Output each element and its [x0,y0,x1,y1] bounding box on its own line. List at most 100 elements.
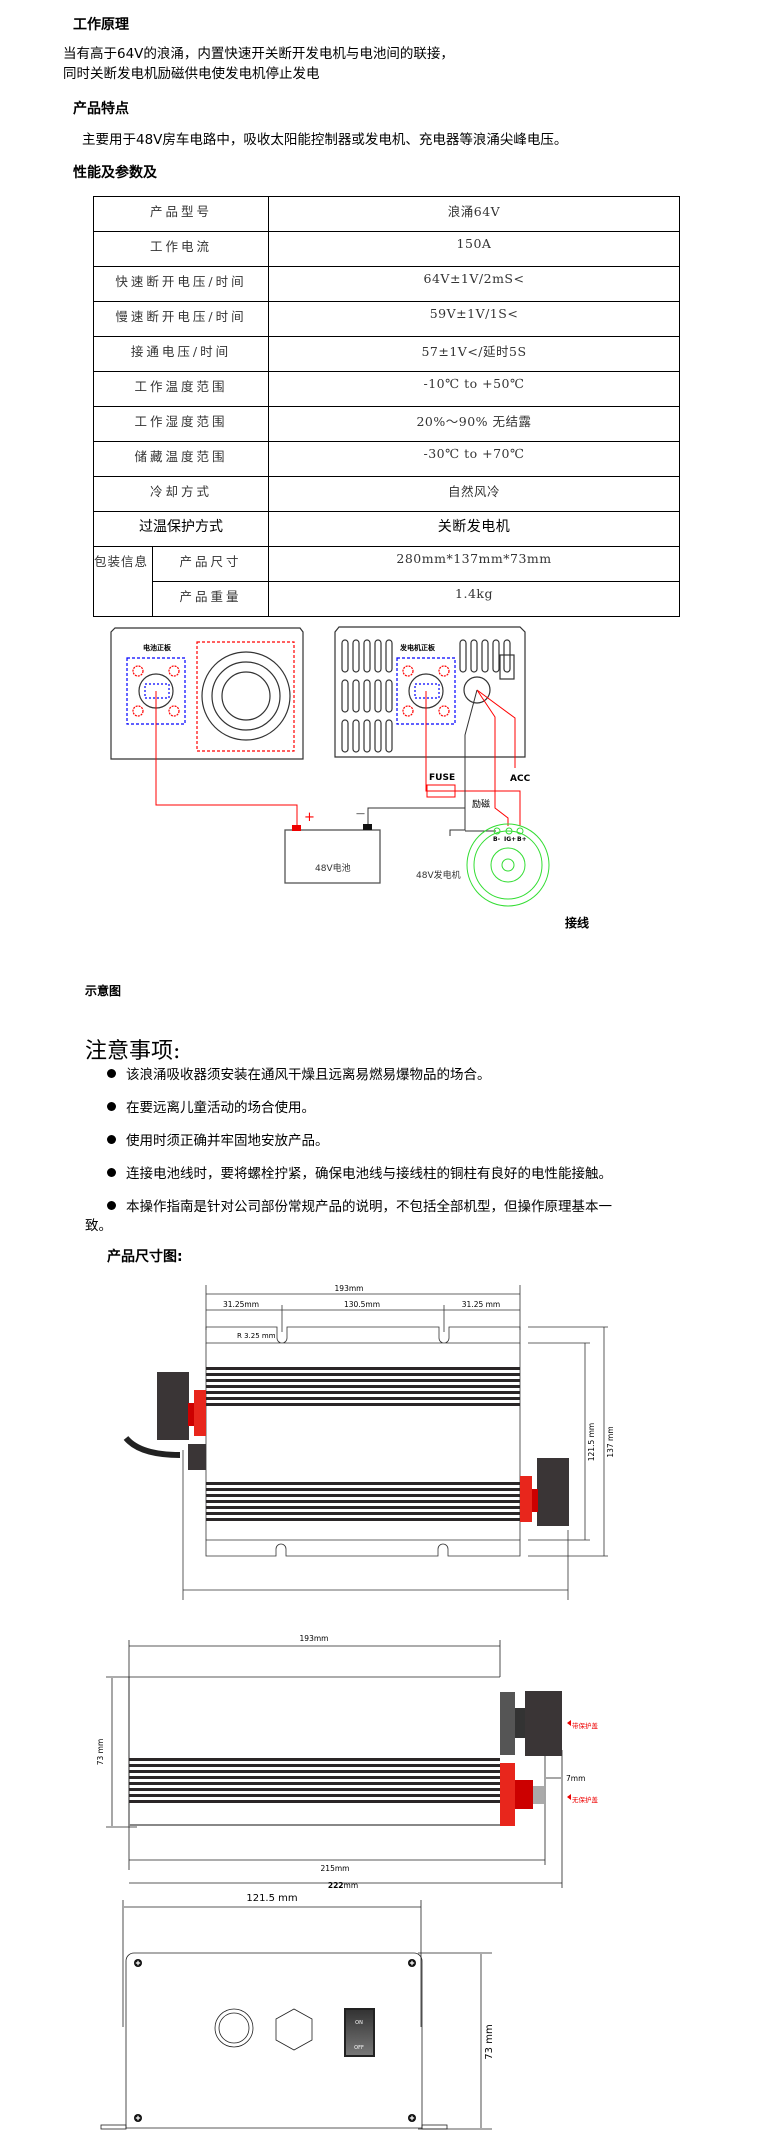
acc-label: ACC [510,774,531,784]
note-item: 使用时须正确并牢固地安放产品。 [107,1129,329,1149]
bullet-icon [107,1135,116,1144]
spec-value: 64V±1V/2mS< [268,266,680,302]
vent-slot [374,679,382,713]
packaging-group-label: 包装信息 [93,546,153,617]
vent-slot [385,719,393,753]
dim-left: 31.25mm [223,1300,259,1309]
spec-row: 工作温度范围-10℃ to +50℃ [93,371,680,407]
arrow-icon [567,1720,571,1800]
heatsink-fin [129,1794,500,1797]
plus-label: + [304,810,315,825]
spec-value: 59V±1V/1S< [268,301,680,337]
spec-value: 20%～90% 无结露 [268,406,680,442]
spec-label: 慢速断开电压/时间 [93,301,269,337]
front-view-drawing: ON OFF 121.5 mm 73 mm [100,1893,495,2130]
note-item: 在要远离儿童活动的场合使用。 [107,1096,315,1116]
socket-icon [214,2008,254,2048]
generator-panel-label: 发电机正板 [399,643,436,652]
heatsink-fin [206,1373,520,1376]
ground-wires [367,689,496,836]
spec-row: 冷却方式自然风冷 [93,476,680,512]
dim-inner-height: 121.5 mm [587,1423,596,1461]
excitation-label: 励磁 [472,798,490,810]
heatsink-fin [206,1494,520,1497]
side-dim-222: 222 [328,1881,344,1890]
battery-panel [110,627,304,760]
minus-label: — [356,809,365,819]
battery-icon [284,829,381,884]
heatsink-fin [206,1385,520,1388]
front-dim-height: 73 mm [484,2024,495,2059]
heatsink-fin [129,1764,500,1767]
bullet-icon [107,1201,116,1210]
spec-value: 150A [268,231,680,267]
battery-label: 48V电池 [315,862,351,874]
front-dim-width: 121.5 mm [246,1893,297,1904]
with-cover-label: 带保护盖 [572,1721,599,1730]
bullet-icon [107,1069,116,1078]
side-dim-215: 215mm [321,1864,350,1873]
vent-slot [363,639,371,673]
vent-slot [341,679,349,713]
heatsink-fin [206,1403,520,1406]
dim-middle: 130.5mm [344,1300,380,1309]
spec-value: 57±1V</延时5S [268,336,680,372]
vent-slot [481,639,489,673]
spec-label: 产品重量 [152,581,269,617]
spec-label: 工作温度范围 [93,371,269,407]
generator-label: 48V发电机 [416,869,461,881]
spec-label: 过温保护方式 [93,511,269,547]
spec-row: 产品型号浪涌64V [93,196,680,232]
heatsink-fin [129,1758,500,1761]
heatsink-fin [206,1367,520,1370]
svg-text:222mm: 222mm [328,1881,358,1890]
spec-label: 产品型号 [93,196,269,232]
spec-value: 自然风冷 [268,476,680,512]
spec-value: -10℃ to +50℃ [268,371,680,407]
heatsink-fin [206,1482,520,1485]
spec-label: 工作湿度范围 [93,406,269,442]
heatsink-fin [206,1500,520,1503]
vent-slot [352,679,360,713]
heatsink-fin [206,1397,520,1400]
spec-value: -30℃ to +70℃ [268,441,680,477]
terminal-b-plus: B+ [517,836,527,843]
wiring-diagram: 电池正板 发电机正板 FUSE ACC 励磁 + — 48V电池 B- IG+ … [110,626,589,930]
switch-on-label: ON [355,2020,363,2026]
bullet-icon [107,1102,116,1111]
heatsink-fin [206,1512,520,1515]
terminal-b-minus: B- [493,836,501,843]
heatsink-fin [206,1518,520,1521]
side-dim-gap: 7mm [566,1774,585,1783]
vent-slot [341,719,349,753]
top-view-drawing: 193mm 31.25mm 130.5mm 31.25 mm R 3.25 mm… [123,1284,615,1600]
spec-row: 储藏温度范围-30℃ to +70℃ [93,441,680,477]
hex-nut-icon [275,2008,313,2051]
vent-slot [470,639,478,673]
diagram-caption: 示意图 [85,984,122,998]
vent-slot [341,639,349,673]
fuse-label: FUSE [429,773,455,783]
notes-title: 注意事项: [85,1039,181,1064]
note-item-wrap: 致。 [85,1218,112,1234]
spec-row: 过温保护方式关断发电机 [93,511,680,547]
generator-panel [334,626,526,758]
heatsink-fin [206,1379,520,1382]
dim-outer-height: 137 mm [606,1426,615,1457]
wiring-caption: 接线 [565,915,589,930]
heatsink-fin [129,1770,500,1773]
heatsink-fin [206,1391,520,1394]
heatsink-fin [129,1776,500,1779]
specs-title: 性能及参数及 [73,165,157,181]
fan-icon [201,651,291,741]
spec-value: 280mm*137mm*73mm [268,546,680,582]
terminal-ig-plus: IG+ [504,836,516,843]
heatsink-fin [129,1782,500,1785]
heatsink-fin [206,1506,520,1509]
vent-slot [374,719,382,753]
